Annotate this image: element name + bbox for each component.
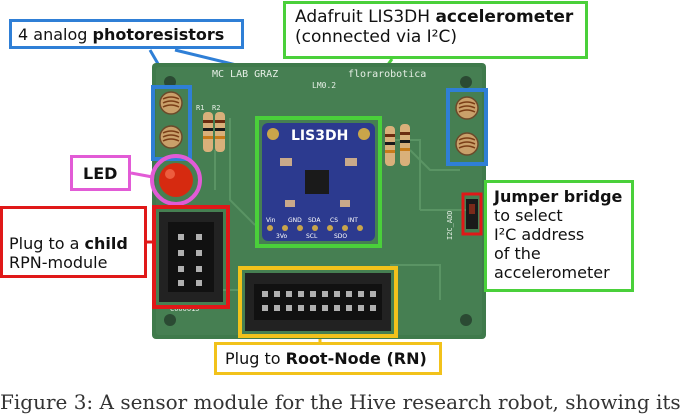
- root-plug-pin: [358, 291, 364, 297]
- child-plug-callout: Plug to a child RPN-module: [0, 206, 147, 278]
- root-plug-callout-prefix: Plug to: [225, 349, 286, 368]
- root-plug-pin: [346, 305, 352, 311]
- resistor-icon: [215, 112, 225, 152]
- silkscreen-r2: R2: [212, 104, 220, 112]
- child-plug-callout-prefix: Plug to a: [9, 234, 85, 253]
- svg-text:SCL: SCL: [306, 233, 318, 240]
- child-plug-callout-bold: child: [84, 234, 128, 253]
- silkscreen-lab: MC LAB GRAZ: [212, 69, 278, 80]
- root-plug-pin: [310, 305, 316, 311]
- mount-hole: [267, 128, 279, 140]
- resistor-icon: [203, 112, 213, 152]
- mount-hole: [358, 128, 370, 140]
- board-photo: MC LAB GRAZ florarobotica LM0.2 C000615 …: [130, 48, 488, 342]
- jumper-callout-line5: accelerometer: [494, 262, 610, 282]
- svg-text:SDA: SDA: [308, 217, 321, 224]
- photoresistor-right-frame: [446, 88, 488, 166]
- jumper-callout: Jumper bridge to select I²C address of t…: [484, 180, 634, 292]
- photoresistor-left-frame: [151, 85, 192, 161]
- root-plug-pin: [370, 305, 376, 311]
- accelerometer-callout-bold: accelerometer: [435, 7, 574, 27]
- svg-text:CS: CS: [330, 217, 338, 224]
- jumper-callout-line3: I²C address: [494, 224, 585, 244]
- root-plug-pin: [310, 291, 316, 297]
- root-plug-pin: [262, 291, 268, 297]
- root-plug-pin: [286, 291, 292, 297]
- svg-text:Vin: Vin: [266, 217, 276, 224]
- silkscreen-r1: R1: [196, 104, 204, 112]
- root-plug-callout: Plug to Root-Node (RN): [214, 342, 442, 375]
- silkscreen-jumper: I2C_ADD: [446, 210, 454, 240]
- root-plug-pin: [298, 305, 304, 311]
- root-plug-pins: [262, 291, 376, 311]
- silkscreen-brand: florarobotica: [348, 69, 426, 80]
- svg-text:3Vo: 3Vo: [276, 233, 287, 240]
- root-plug-pin: [286, 305, 292, 311]
- accelerometer-callout-line2: (connected via I²C): [295, 26, 457, 47]
- svg-text:INT: INT: [348, 217, 358, 224]
- root-plug-pin: [274, 305, 280, 311]
- jumper-callout-line2: to select: [494, 205, 563, 225]
- accelerometer-callout-prefix: Adafruit LIS3DH: [295, 7, 436, 27]
- root-plug-pin: [358, 305, 364, 311]
- accelerometer-frame: [255, 116, 382, 248]
- root-plug-pin: [262, 305, 268, 311]
- root-plug-pin: [334, 305, 340, 311]
- figure-caption: Figure 3: A sensor module for the Hive r…: [0, 390, 681, 414]
- root-plug-pin: [322, 291, 328, 297]
- led-icon: [159, 163, 193, 197]
- root-plug-callout-bold: Root-Node (RN): [285, 349, 427, 368]
- accelerometer-pin-labels: Vin GND SDA CS INT 3Vo SCL SDO: [266, 217, 358, 240]
- svg-text:SDO: SDO: [334, 233, 347, 240]
- accelerometer-chip: [305, 170, 329, 194]
- root-plug-pin: [322, 305, 328, 311]
- photoresistors-callout-prefix: 4 analog: [18, 25, 93, 44]
- led-callout-label: LED: [83, 164, 118, 183]
- root-plug-pin: [370, 291, 376, 297]
- jumper-callout-line4: of the: [494, 243, 541, 263]
- child-plug-frame: [152, 205, 230, 309]
- root-plug-pin: [298, 291, 304, 297]
- led-highlight-ring: [150, 154, 202, 206]
- resistor-icon: [400, 124, 410, 166]
- photoresistors-left: [151, 85, 192, 161]
- photoresistors-right: [446, 88, 488, 166]
- silkscreen-version: LM0.2: [312, 81, 336, 90]
- mount-hole: [460, 314, 472, 326]
- jumper-frame: [461, 192, 483, 236]
- accelerometer-callout: Adafruit LIS3DH accelerometer (connected…: [283, 1, 588, 59]
- jumper-callout-bold: Jumper bridge: [494, 187, 623, 206]
- root-plug-frame: [238, 266, 398, 338]
- accelerometer-chip-label: LIS3DH: [291, 128, 348, 144]
- mount-hole: [164, 314, 176, 326]
- root-plug-pin: [346, 291, 352, 297]
- child-plug-pins: [178, 234, 202, 286]
- resistor-icon: [385, 126, 395, 166]
- svg-text:GND: GND: [288, 217, 302, 224]
- photoresistors-callout-bold: photoresistors: [92, 25, 225, 44]
- photoresistors-callout: 4 analog photoresistors: [9, 19, 244, 49]
- root-plug-pin: [274, 291, 280, 297]
- accelerometer-pins: [267, 225, 363, 231]
- root-plug-pin: [334, 291, 340, 297]
- resistors: [203, 112, 410, 166]
- led-callout: LED: [70, 155, 131, 191]
- child-plug-callout-line2: RPN-module: [9, 252, 108, 272]
- mount-hole: [460, 76, 472, 88]
